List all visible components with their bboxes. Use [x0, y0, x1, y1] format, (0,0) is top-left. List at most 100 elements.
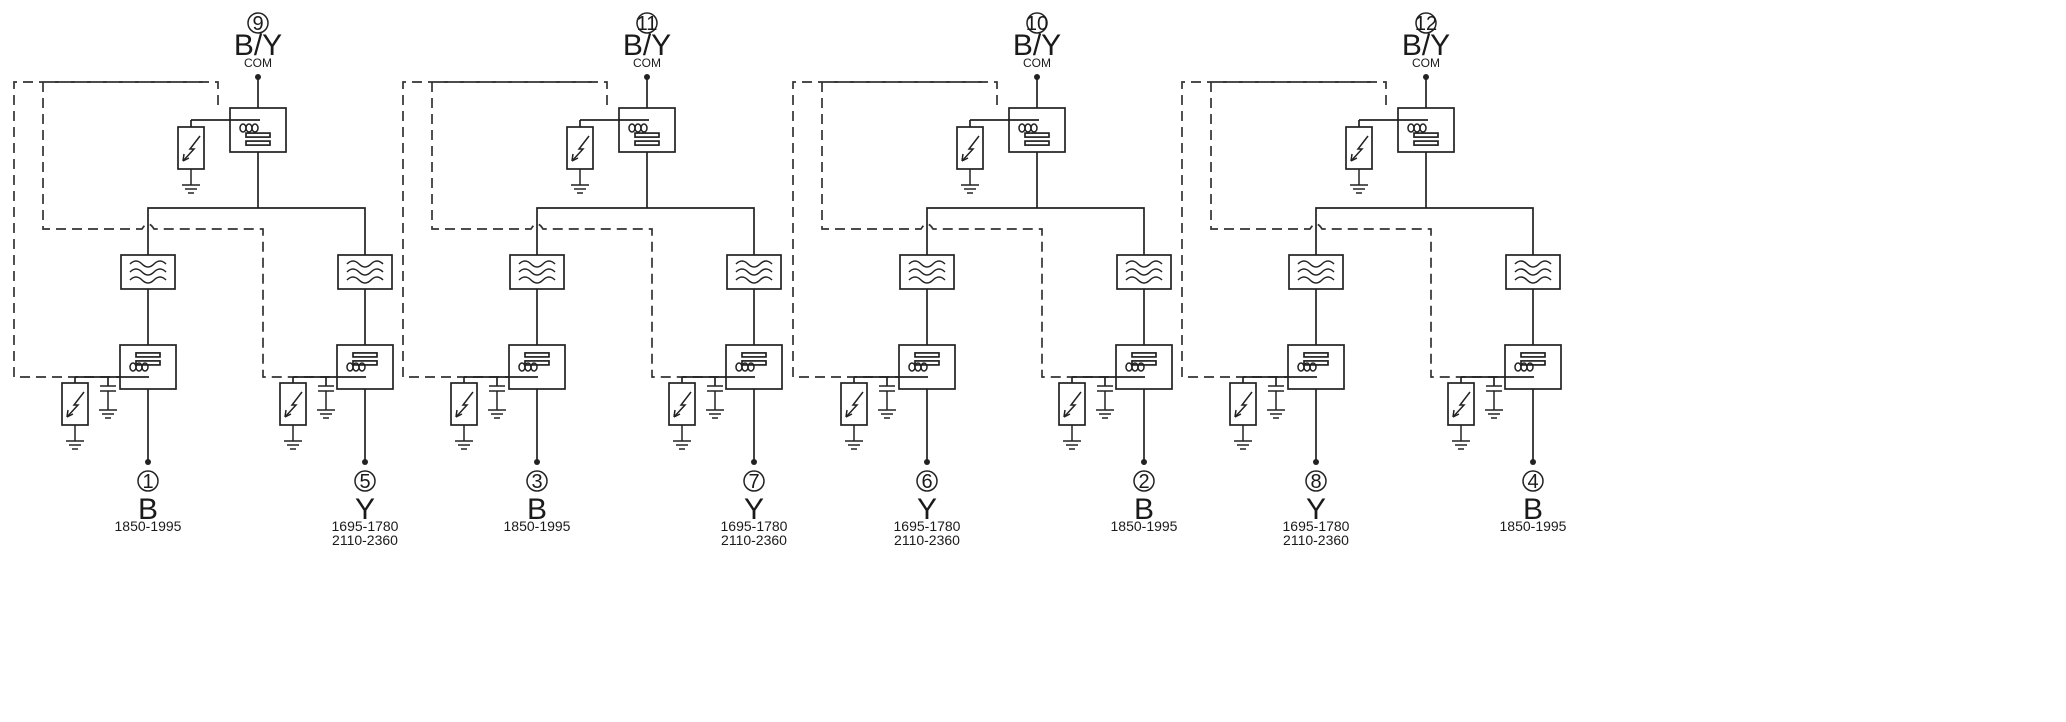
coupling-loop-icon: [239, 123, 259, 133]
filter-icon: [726, 254, 782, 290]
frequency-range: 2110-2360: [894, 532, 960, 548]
coupler-block: [1287, 344, 1345, 390]
ground-icon: [961, 177, 979, 194]
capacitor-icon: [99, 385, 117, 419]
coupling-loop-icon: [1125, 362, 1145, 372]
port-number-circle: [247, 12, 269, 34]
ground-icon: [571, 177, 589, 194]
port-label: B: [138, 493, 158, 526]
coupler-block: [898, 344, 956, 390]
port-label: B/Y: [1402, 29, 1450, 62]
ground-icon: [845, 433, 863, 450]
ground-icon: [673, 433, 691, 450]
wire: [735, 268, 773, 276]
port-number-circle: [1522, 470, 1544, 492]
coupling-loop-icon: [129, 362, 149, 372]
capacitor-icon: [706, 385, 724, 419]
surge-arrester-icon: [1058, 382, 1086, 450]
connector-dot: [1530, 459, 1536, 465]
surge-arrester-icon: [1345, 126, 1373, 194]
filter-icon: [899, 254, 955, 290]
wire: [346, 260, 384, 268]
wire: [1297, 268, 1335, 276]
wire: [1350, 153, 1358, 162]
wire: [926, 207, 1145, 262]
port-number: 3: [531, 471, 542, 493]
wire: [1514, 260, 1552, 268]
frequency-range: 2110-2360: [721, 532, 787, 548]
frequency-range: 1850-1995: [504, 518, 571, 534]
dashed-control-line: [821, 81, 1123, 378]
port-number-circle: [916, 470, 938, 492]
coupling-loop-icon: [518, 362, 538, 372]
surge-arrester-icon: [956, 126, 984, 194]
ground-icon: [706, 402, 724, 419]
connector-dot: [924, 459, 930, 465]
wire: [673, 409, 681, 418]
surge-arrester-icon: [840, 382, 868, 450]
port-number: 6: [921, 471, 932, 493]
ground-icon: [317, 402, 335, 419]
coupler-block: [508, 344, 566, 390]
coupling-loop-icon: [346, 362, 366, 372]
frequency-range: 1850-1995: [115, 518, 182, 534]
coupler-block: [336, 344, 394, 390]
wire: [66, 409, 74, 418]
wire: [735, 260, 773, 268]
dashed-control-line: [431, 81, 733, 378]
wire: [147, 207, 366, 262]
wire: [1297, 276, 1335, 284]
wire: [1234, 409, 1242, 418]
ground-icon: [878, 402, 896, 419]
port-label: Y: [1306, 493, 1326, 526]
port-number: 10: [1026, 13, 1048, 35]
port-label: B/Y: [623, 29, 671, 62]
coupler-block: [1008, 107, 1066, 153]
dashed-control-line: [1210, 81, 1512, 378]
dashed-control-line: [42, 81, 344, 378]
ground-icon: [488, 402, 506, 419]
wire: [673, 391, 692, 418]
wire: [129, 260, 167, 268]
port-number-circle: [1415, 12, 1437, 34]
dashed-control-line: [1181, 81, 1387, 378]
wire: [346, 268, 384, 276]
port-number-circle: [1305, 470, 1327, 492]
ground-icon: [1485, 402, 1503, 419]
wire: [1514, 268, 1552, 276]
capacitor-icon: [488, 385, 506, 419]
wire: [961, 153, 969, 162]
frequency-range: 1850-1995: [1500, 518, 1567, 534]
dashed-control-line: [13, 81, 219, 378]
filter-icon: [120, 254, 176, 290]
coupling-loop-icon: [908, 362, 928, 372]
wire: [1125, 268, 1163, 276]
wire: [518, 276, 556, 284]
wire: [346, 276, 384, 284]
wire: [1315, 207, 1534, 262]
frequency-range: 1695-1780: [721, 518, 788, 534]
port-sublabel: COM: [1412, 56, 1440, 70]
capacitor-icon: [878, 385, 896, 419]
coupler-block: [618, 107, 676, 153]
coupling-loop-icon: [1514, 362, 1534, 372]
frequency-range: 1695-1780: [894, 518, 961, 534]
port-number-circle: [354, 470, 376, 492]
dashed-control-line: [402, 81, 608, 378]
wire: [908, 268, 946, 276]
wire: [571, 135, 590, 162]
wire: [961, 135, 980, 162]
coupler-block: [1115, 344, 1173, 390]
port-number: 7: [748, 471, 759, 493]
port-sublabel: COM: [1023, 56, 1051, 70]
wire: [455, 391, 474, 418]
frequency-range: 1850-1995: [1111, 518, 1178, 534]
port-number-circle: [1133, 470, 1155, 492]
coupler-block: [1504, 344, 1562, 390]
filter-icon: [1505, 254, 1561, 290]
